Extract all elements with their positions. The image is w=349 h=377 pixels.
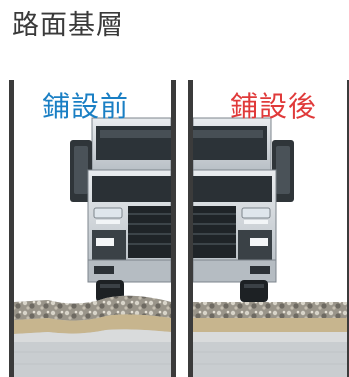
before-paving-illustration bbox=[8, 80, 176, 377]
before-paving-panel: 鋪設前 bbox=[8, 80, 176, 377]
truck-left-half bbox=[70, 117, 172, 302]
after-paving-label: 鋪設後 bbox=[230, 90, 318, 123]
after-paving-panel: 鋪設後 bbox=[188, 80, 349, 377]
after-paving-illustration bbox=[188, 80, 349, 377]
before-paving-label: 鋪設前 bbox=[42, 90, 130, 123]
page-title: 路面基層 bbox=[12, 10, 124, 41]
